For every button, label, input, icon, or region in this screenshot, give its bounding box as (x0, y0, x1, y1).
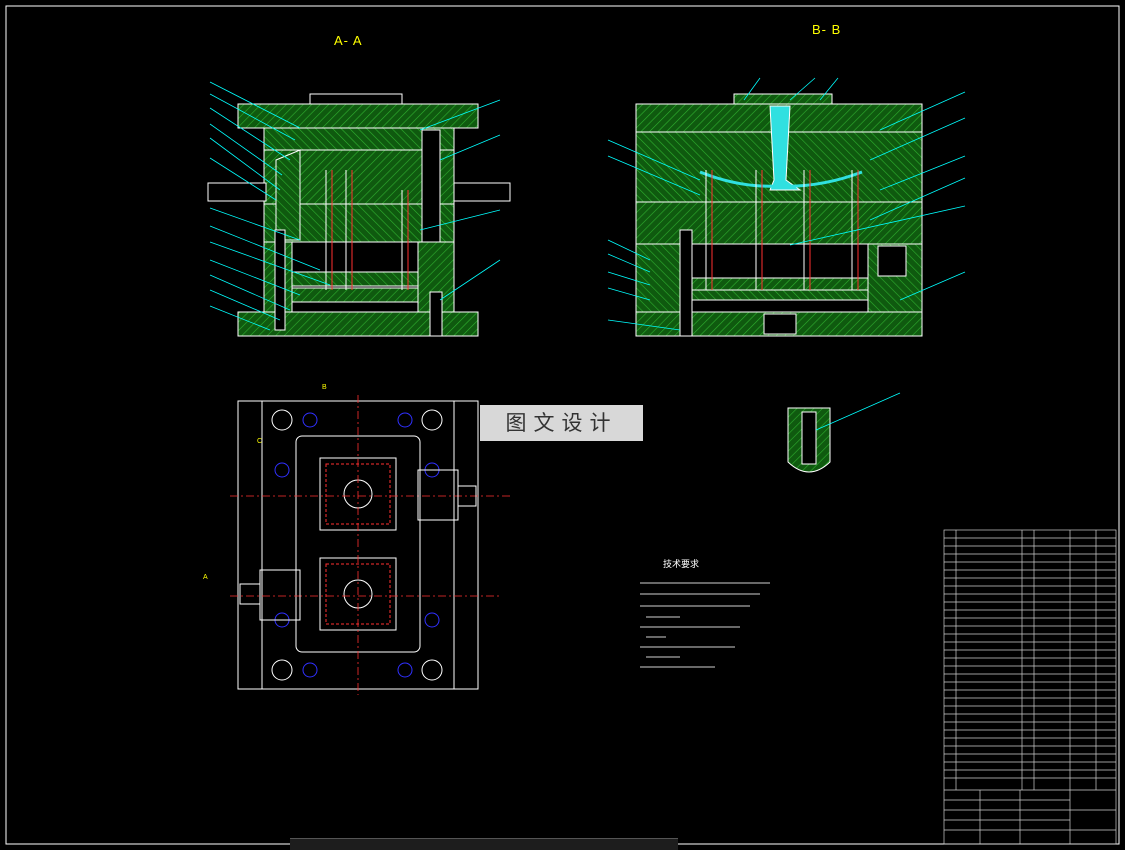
plan-view (230, 395, 510, 695)
section-marker-a: A (203, 574, 209, 581)
watermark-banner: 图文设计 (480, 405, 643, 441)
section-marker-b: B (322, 384, 328, 391)
bottom-scrollbar[interactable] (290, 838, 678, 850)
section-marker-c: C (257, 438, 264, 445)
section-bb-label: B- B (812, 22, 842, 37)
section-aa-label: A- A (334, 33, 363, 48)
section-aa-view (207, 81, 511, 337)
detail-view (787, 392, 901, 473)
tech-requirements-title: 技术要求 (663, 560, 700, 570)
tech-notes (640, 582, 770, 668)
section-bb-view (607, 77, 966, 337)
parts-list-table (943, 529, 1117, 845)
